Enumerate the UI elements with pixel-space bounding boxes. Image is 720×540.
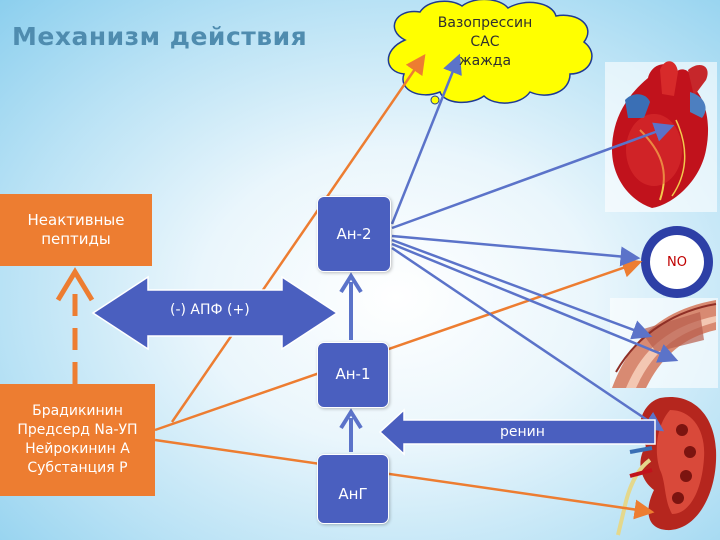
blood-vessel-icon: [610, 298, 718, 388]
apf-double-arrow: [91, 275, 339, 351]
arrow-an2-to-tissue: [391, 242, 679, 363]
arrow-an2-to-cloud: [390, 53, 462, 225]
arrow-an2-to-no: [391, 234, 641, 267]
cloud-line-thirst: жажда: [458, 53, 512, 69]
arrow-an2-to-heart: [391, 122, 675, 230]
page-title: Механизм действия: [12, 22, 308, 51]
inactive-peptides-line-1: Неактивные: [27, 211, 125, 229]
arrow-bradykinin-to-inactive: [55, 267, 95, 384]
cloud-line-vasopressin: Вазопрессин: [437, 15, 533, 31]
apf-label: (-) АПФ (+): [170, 302, 250, 318]
arrow-an2-to-vessel: [391, 238, 653, 340]
arrow-bradykinin-to-kidney: [154, 438, 655, 520]
no-label: NO: [667, 255, 687, 270]
arrow-ang-to-an1: [339, 408, 363, 452]
bradykinin-line-2: Предсерд Na-УП: [17, 422, 138, 438]
arrow-bradykinin-to-cloud: [170, 53, 426, 423]
inactive-peptides-line-2: пептиды: [41, 230, 111, 248]
an2-box: Ан-2: [317, 196, 391, 272]
heart-icon: [605, 61, 717, 212]
cloud-shape: [387, 0, 593, 105]
cloud-line-sas: САС: [470, 34, 500, 50]
cloud-text: Вазопрессин САС жажда: [430, 14, 540, 71]
bradykinin-line-4: Субстанция Р: [27, 460, 128, 476]
bradykinin-box: Брадикинин Предсерд Na-УП Нейрокинин А С…: [0, 384, 155, 496]
renin-label: ренин: [500, 424, 545, 440]
renin-arrow: [378, 408, 656, 456]
an1-box: Ан-1: [317, 342, 389, 408]
arrow-an1-to-an2: [339, 272, 363, 340]
bradykinin-line-3: Нейрокинин А: [25, 441, 130, 457]
bradykinin-line-1: Брадикинин: [32, 403, 123, 419]
no-ring: [641, 226, 713, 298]
arrow-an2-to-kidney: [391, 246, 665, 432]
arrow-bradykinin-to-no: [154, 258, 643, 432]
ang-box: АнГ: [317, 454, 389, 524]
kidney-icon: [616, 396, 717, 536]
inactive-peptides-box: Неактивные пептиды: [0, 194, 152, 266]
